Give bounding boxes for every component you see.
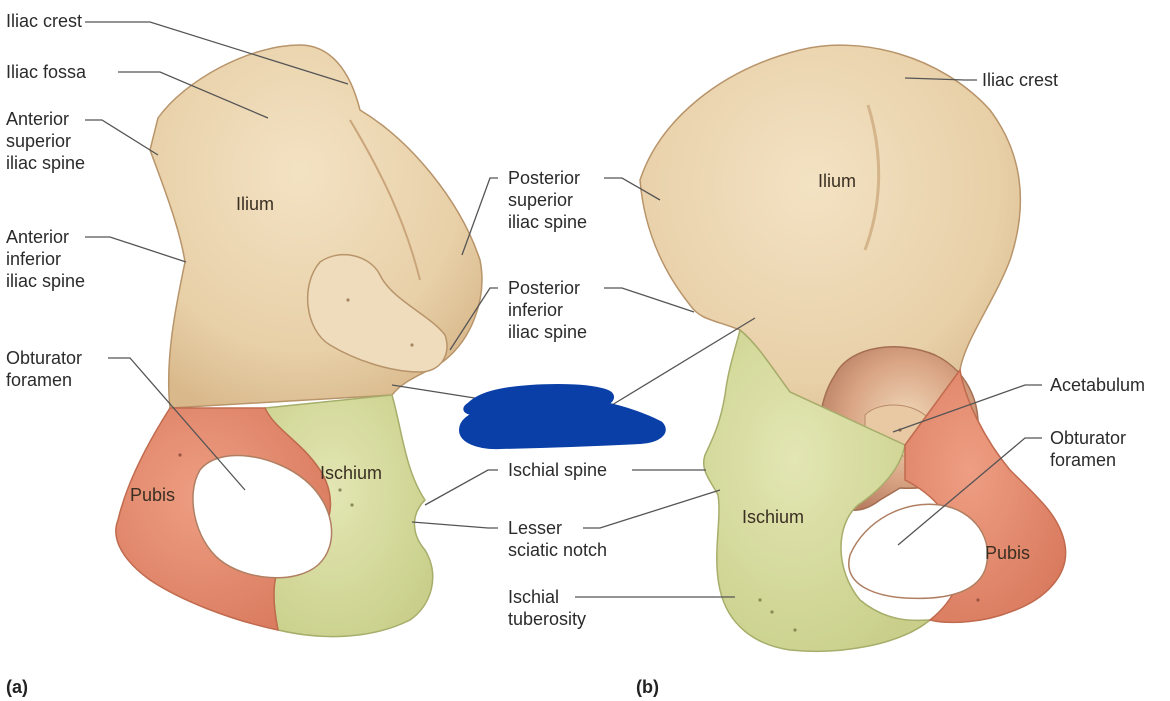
label-iliac-crest-b: Iliac crest	[982, 70, 1059, 90]
label-piis-line1: Posterior	[508, 278, 581, 298]
leader-iliac-crest-b	[904, 77, 977, 81]
label-ischial-tuberosity-line2: tuberosity	[508, 609, 587, 629]
label-aiis-a: Anterior inferior iliac spine	[6, 226, 85, 292]
leader-ischial-spine-a	[424, 469, 498, 506]
panel-b-bone	[639, 44, 1067, 652]
label-aiis-a-line3: iliac spine	[6, 271, 86, 291]
label-ischial-spine: Ischial spine	[508, 460, 608, 480]
label-psis-line3: iliac spine	[508, 212, 588, 232]
label-acetabulum-b: Acetabulum	[1050, 375, 1146, 395]
leader-aiis-a	[85, 236, 187, 263]
label-psis-line2: superior	[508, 190, 574, 210]
label-obturator-foramen-a: Obturator foramen	[6, 347, 82, 391]
label-asis-a-line2: superior	[6, 131, 72, 151]
leader-obturator-a	[108, 357, 246, 491]
label-obturator-a-line1: Obturator	[6, 348, 83, 368]
leader-psis	[461, 177, 498, 256]
label-piis-line3: iliac spine	[508, 322, 588, 342]
label-piis-line2: inferior	[508, 300, 564, 320]
label-asis-a-line1: Anterior	[6, 109, 70, 129]
label-iliac-fossa-a: Iliac fossa	[6, 62, 87, 82]
panel-letter-a: (a)	[6, 677, 28, 697]
label-ischium-b: Ischium	[742, 507, 805, 527]
label-lesser-sciatic-line1: Lesser	[508, 518, 563, 538]
label-ischium-a: Ischium	[320, 463, 383, 483]
label-ischial-tuberosity-line1: Ischial	[508, 587, 560, 607]
leader-lesser-sciatic-b	[583, 489, 721, 529]
label-asis-a-line3: iliac spine	[6, 153, 86, 173]
leader-obturator-b	[897, 437, 1042, 546]
label-lesser-sciatic-line2: sciatic notch	[508, 540, 608, 560]
auricular-surface-a	[307, 253, 448, 373]
label-psis: Posterior superior iliac spine	[508, 167, 587, 233]
obturator-foramen-a-hole	[192, 454, 333, 579]
leader-iliac-fossa-a	[118, 71, 269, 119]
label-ilium-b: Ilium	[818, 171, 857, 191]
label-obturator-foramen-b: Obturator foramen	[1050, 427, 1126, 471]
label-iliac-crest-a: Iliac crest	[6, 11, 83, 31]
leader-iliac-crest-a	[85, 21, 349, 85]
label-psis-line1: Posterior	[508, 168, 581, 188]
label-piis: Posterior inferior iliac spine	[508, 277, 587, 343]
leader-piis-b	[604, 287, 695, 313]
label-obturator-b-line1: Obturator	[1050, 428, 1127, 448]
obturator-foramen-b-hole	[848, 503, 989, 600]
leader-lesser-sciatic-a	[411, 521, 498, 529]
label-aiis-a-line2: inferior	[6, 249, 62, 269]
leader-piis	[449, 287, 498, 351]
label-lesser-sciatic-notch: Lesser sciatic notch	[508, 517, 607, 561]
ilium-b-region	[639, 44, 1022, 446]
panel-letter-b: (b)	[636, 677, 659, 697]
redaction-scribble	[459, 384, 666, 450]
leader-asis-a	[85, 119, 159, 156]
leader-lines	[85, 21, 1042, 598]
leader-acetabulum-b	[892, 384, 1042, 433]
leader-greater-sciatic-b	[611, 317, 756, 406]
label-ilium-a: Ilium	[236, 194, 275, 214]
ischium-b-region	[703, 328, 933, 652]
label-obturator-b-line2: foramen	[1050, 450, 1117, 470]
iliac-ridge-a	[349, 119, 421, 281]
label-pubis-a: Pubis	[130, 485, 176, 505]
label-asis-a: Anterior superior iliac spine	[6, 108, 85, 174]
leader-psis-b	[604, 177, 661, 201]
label-pubis-b: Pubis	[985, 543, 1031, 563]
label-aiis-a-line1: Anterior	[6, 227, 70, 247]
label-ischial-tuberosity: Ischial tuberosity	[508, 586, 586, 630]
panel-a-bone	[115, 44, 483, 638]
iliac-line-b	[863, 104, 881, 251]
label-obturator-a-line2: foramen	[6, 370, 73, 390]
